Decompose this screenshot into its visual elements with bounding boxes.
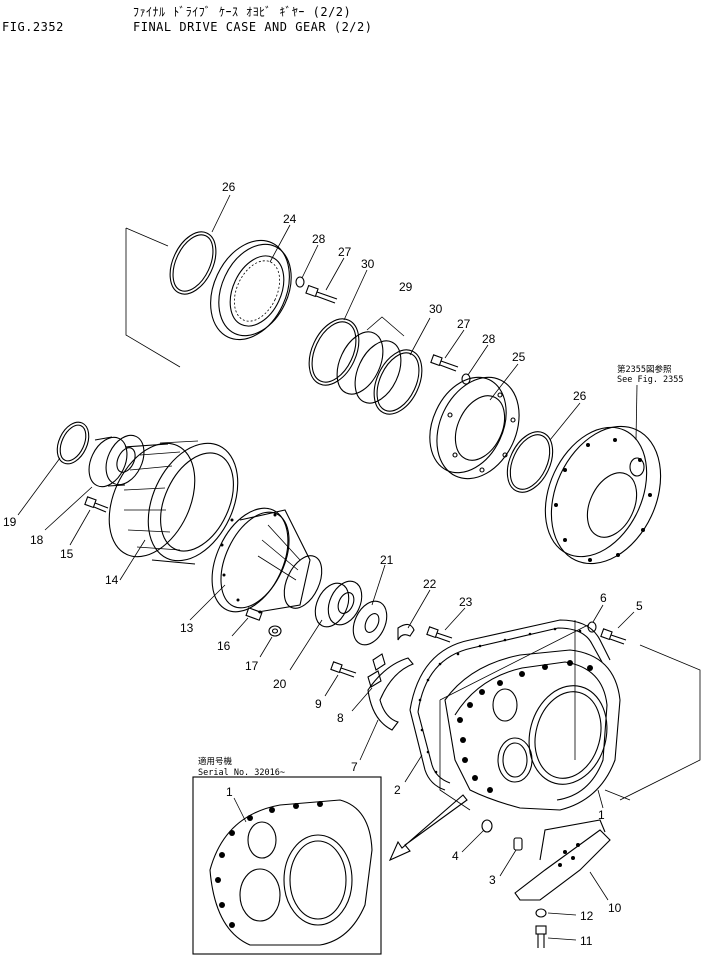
callout-20: 20: [273, 677, 287, 691]
callout-30-top: 30: [361, 257, 375, 271]
callout-10: 10: [608, 901, 622, 915]
leader-lines: [17, 194, 635, 941]
plate-16: [245, 607, 263, 621]
case-variant-inset: [209, 799, 373, 946]
title-english: FINAL DRIVE CASE AND GEAR (2/2): [133, 20, 373, 34]
callout-1-inset: 1: [226, 785, 233, 799]
hub-cover-ref-2355: [544, 425, 662, 565]
see-fig-label-en: See Fig. 2355: [617, 375, 684, 385]
ring-30-left: [308, 318, 360, 386]
title-japanese: ﾌｧｲﾅﾙ ﾄﾞﾗｲﾌﾞ ｹｰｽ ｵﾖﾋﾞ ｷﾞﾔｰ (2/2): [133, 5, 352, 19]
callout-12: 12: [580, 909, 594, 923]
bolt-15: [84, 496, 109, 513]
callout-24: 24: [283, 212, 297, 226]
variant-arrow: [388, 794, 468, 862]
callout-23: 23: [459, 595, 473, 609]
bolt-23: [426, 626, 453, 643]
plate-8: [367, 653, 386, 688]
bolt-9: [330, 661, 357, 678]
callout-29: 29: [399, 280, 413, 294]
callout-2: 2: [394, 783, 401, 797]
callout-22: 22: [423, 577, 437, 591]
bolt-5: [600, 628, 627, 645]
figure-number: FIG.2352: [2, 20, 64, 34]
bearing-18: [88, 434, 145, 488]
callout-26-right: 26: [573, 389, 587, 403]
washer-28-right: [461, 373, 471, 385]
o-ring-26: [169, 231, 217, 295]
bolt-11: [535, 925, 547, 948]
plug-4: [481, 819, 493, 833]
callout-25: 25: [512, 350, 526, 364]
callout-21: 21: [380, 553, 394, 567]
callout-19: 19: [3, 515, 17, 529]
snap-ring-19: [56, 421, 90, 465]
nut-17: [268, 625, 282, 637]
gasket-2: [409, 619, 611, 791]
callout-15: 15: [60, 547, 74, 561]
guard-7: [367, 657, 414, 731]
ring-30-right: [373, 349, 423, 415]
callout-5: 5: [636, 599, 643, 613]
serial-inset-frame: [192, 776, 382, 955]
carrier-13: [211, 507, 323, 614]
callout-28-top: 28: [312, 232, 326, 246]
bolt-27-right: [430, 354, 459, 372]
washer-28-top: [295, 276, 305, 288]
washer-12: [535, 908, 547, 918]
ring-29: [336, 331, 402, 404]
callout-27-right: 27: [457, 317, 471, 331]
plate-21: [352, 600, 388, 646]
serial-label-jp: 適用号機: [198, 756, 233, 767]
pin-3: [513, 837, 523, 851]
lock-plate-22: [397, 623, 415, 641]
callout-14: 14: [105, 573, 119, 587]
seal-ring-24: [210, 239, 292, 341]
bolt-27-top: [305, 284, 338, 304]
callout-30-right: 30: [429, 302, 443, 316]
washer-6: [587, 621, 597, 633]
callout-9: 9: [315, 697, 322, 711]
callout-3: 3: [489, 873, 496, 887]
see-fig-label-jp: 第2355図参照: [617, 364, 672, 375]
retainer-25: [429, 376, 520, 480]
bearing-20: [314, 580, 363, 628]
callout-27-top: 27: [338, 245, 352, 259]
callout-13: 13: [180, 621, 194, 635]
callout-labels: 26 24 28 27 30 29 30 27 28 25 26 19 18 1…: [3, 180, 643, 948]
callout-7: 7: [351, 760, 358, 774]
callout-26-top: 26: [222, 180, 236, 194]
guard-plate-10: [514, 819, 611, 901]
ring-gear-14: [108, 440, 239, 565]
callout-1-main: 1: [598, 808, 605, 822]
callout-17: 17: [245, 659, 259, 673]
callout-11: 11: [580, 934, 593, 948]
callout-16: 16: [217, 639, 231, 653]
callout-18: 18: [30, 533, 44, 547]
callout-8: 8: [337, 711, 344, 725]
callout-28-right: 28: [482, 332, 496, 346]
final-drive-case-1: [444, 649, 621, 811]
callout-6: 6: [600, 591, 607, 605]
serial-label-en: Serial No. 32016~: [198, 768, 285, 778]
callout-4: 4: [452, 849, 459, 863]
o-ring-26-right: [506, 431, 554, 493]
